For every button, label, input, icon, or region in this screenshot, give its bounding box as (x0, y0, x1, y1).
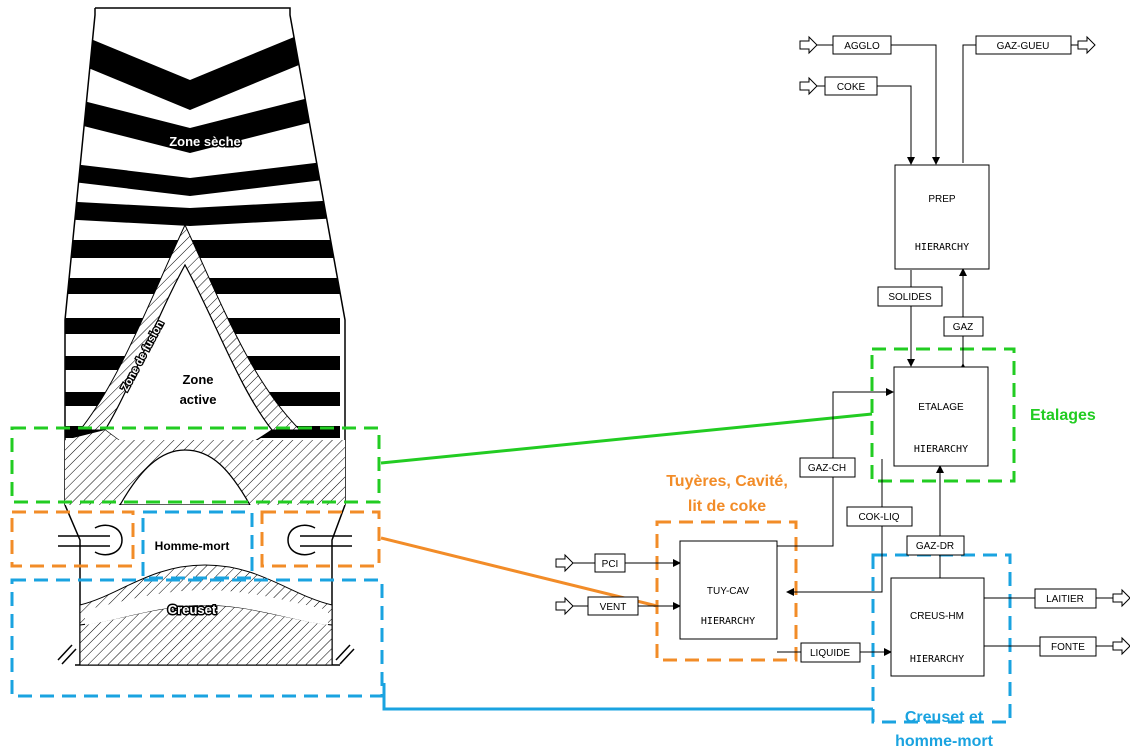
block-creushm[interactable]: CREUS-HM HIERARCHY (891, 578, 984, 676)
stream-solides[interactable]: SOLIDES (878, 287, 942, 306)
stream-gazgueu[interactable]: GAZ-GUEU (976, 36, 1071, 54)
stream-liquide-label: LIQUIDE (810, 648, 850, 659)
zone-seche-label: Zone sèche (169, 134, 241, 149)
stream-gazch[interactable]: GAZ-CH (800, 458, 855, 477)
block-creushm-sub: HIERARCHY (910, 654, 964, 665)
hollow-arrows (556, 37, 1130, 654)
stream-laitier-label: LAITIER (1046, 594, 1084, 605)
stream-agglo-label: AGGLO (844, 41, 880, 52)
stream-coke[interactable]: COKE (825, 77, 877, 95)
block-etalage[interactable]: ETALAGE HIERARCHY (894, 367, 988, 466)
vent-feed-arrow (556, 598, 573, 614)
stream-gazdr[interactable]: GAZ-DR (907, 536, 964, 555)
block-tuycav-name: TUY-CAV (707, 586, 750, 597)
block-prep-sub: HIERARCHY (915, 242, 969, 253)
arrow-stubs (573, 45, 1113, 646)
stream-laitier[interactable]: LAITIER (1035, 589, 1096, 608)
block-prep[interactable]: PREP HIERARCHY (895, 165, 989, 269)
group-title-tuyeres-2: lit de coke (688, 498, 766, 515)
creushm-connector (384, 683, 873, 709)
block-prep-name: PREP (928, 194, 956, 205)
stream-fonte-label: FONTE (1051, 642, 1085, 653)
laitier-product-arrow (1113, 590, 1130, 606)
coke-feed-arrow (800, 78, 817, 94)
stream-solides-label: SOLIDES (888, 292, 932, 303)
stream-pci[interactable]: PCI (595, 554, 625, 572)
stream-cokliq[interactable]: COK-LIQ (847, 507, 912, 526)
stream-pci-label: PCI (602, 559, 619, 570)
group-title-etalages: Etalages (1030, 407, 1096, 424)
stream-fonte[interactable]: FONTE (1040, 637, 1096, 656)
zone-active-label-1: Zone (182, 372, 213, 387)
group-title-creuset-2: homme-mort (895, 733, 993, 750)
pci-feed-arrow (556, 555, 573, 571)
group-title-creuset-1: Creuset et (905, 709, 984, 726)
block-tuycav[interactable]: TUY-CAV HIERARCHY (680, 541, 777, 639)
agglo-feed-arrow (800, 37, 817, 53)
homme-mort-label: Homme-mort (155, 539, 230, 553)
stream-gaz[interactable]: GAZ (944, 317, 983, 336)
flowsheet: AGGLO COKE GAZ-GUEU SOLIDES GAZ GAZ-CH C… (556, 36, 1130, 676)
block-etalage-name: ETALAGE (918, 402, 964, 413)
stream-gazdr-label: GAZ-DR (916, 541, 954, 552)
stream-agglo[interactable]: AGGLO (833, 36, 891, 54)
stream-cokliq-label: COK-LIQ (858, 512, 899, 523)
block-tuycav-sub: HIERARCHY (701, 616, 755, 627)
fonte-product-arrow (1113, 638, 1130, 654)
creuset-label: Creuset (168, 602, 217, 617)
stream-vent-label: VENT (600, 602, 627, 613)
block-etalage-sub: HIERARCHY (914, 444, 968, 455)
group-title-tuyeres-1: Tuyères, Cavité, (666, 473, 788, 490)
etalage-connector (381, 414, 872, 463)
block-creushm-name: CREUS-HM (910, 611, 964, 622)
zone-active-label-2: active (180, 392, 217, 407)
stream-liquide[interactable]: LIQUIDE (801, 643, 860, 662)
gazgueu-product-arrow (1078, 37, 1095, 53)
stream-gazch-label: GAZ-CH (808, 463, 846, 474)
stream-vent[interactable]: VENT (588, 597, 638, 615)
stream-gazgueu-label: GAZ-GUEU (997, 41, 1050, 52)
stream-gaz-label: GAZ (953, 322, 974, 333)
stream-coke-label: COKE (837, 82, 866, 93)
